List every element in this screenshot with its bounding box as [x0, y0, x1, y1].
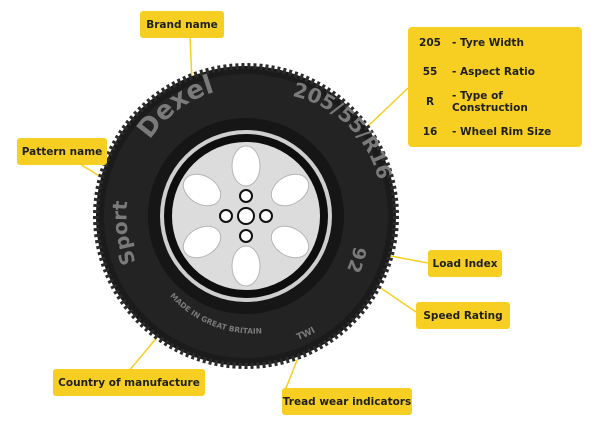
- country-of-manufacture-label: Country of manufacture: [53, 369, 205, 396]
- size-row-rim-size: 16 - Wheel Rim Size: [408, 124, 582, 140]
- size-row-aspect-ratio: 55 - Aspect Ratio: [408, 64, 582, 80]
- size-code: 55: [422, 66, 438, 78]
- size-description: - Type of Construction: [452, 90, 528, 114]
- size-description: - Tyre Width: [452, 37, 524, 49]
- speed-rating-label: Speed Rating: [416, 302, 510, 329]
- tyre: [93, 63, 399, 369]
- size-code: R: [425, 96, 435, 108]
- size-description: - Aspect Ratio: [452, 66, 535, 78]
- load-index-label: Load Index: [428, 250, 502, 277]
- tyre-size-breakdown: 205 - Tyre Width 55 - Aspect Ratio R - T…: [408, 27, 582, 147]
- size-code: 205: [419, 37, 441, 49]
- size-description: - Wheel Rim Size: [452, 126, 552, 138]
- size-code: 16: [422, 126, 438, 138]
- brand-name-label: Brand name: [140, 11, 224, 38]
- hub: [219, 189, 273, 243]
- pattern-name-label: Pattern name: [17, 138, 107, 165]
- tread-wear-indicators-label: Tread wear indicators: [282, 388, 412, 415]
- size-row-construction: R - Type of Construction: [408, 90, 582, 114]
- rim-windows: [182, 145, 310, 287]
- size-row-width: 205 - Tyre Width: [408, 35, 582, 51]
